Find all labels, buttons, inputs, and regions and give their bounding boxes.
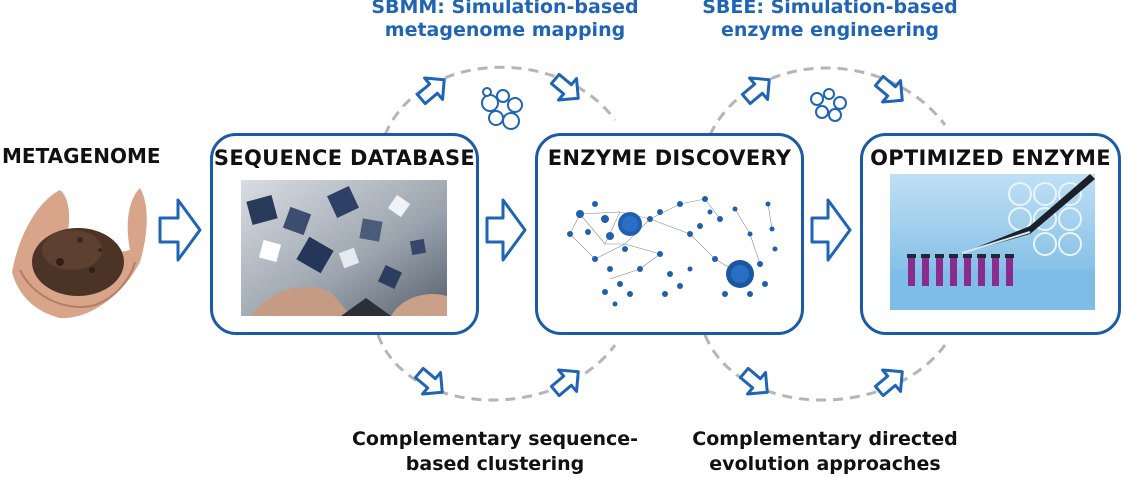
optimized-enzyme-box: OPTIMIZED ENZYME [860,133,1121,335]
enzyme-discovery-box: ENZYME DISCOVERY [535,133,804,335]
arc-bottom-1 [376,334,617,402]
clustering-label: Complementary sequence- based clustering [340,427,650,477]
sequence-database-box: SEQUENCE DATABASE [210,133,479,335]
flow-arrow-icon-3 [810,198,852,262]
data-cubes-image [241,180,447,316]
arc-arrow-icon-6 [549,368,580,398]
sbee-label-line2: enzyme engineering [721,19,939,41]
sbmm-label: SBMM: Simulation-based metagenome mappin… [350,0,660,42]
network-graph-image [567,196,778,307]
arc-arrow-icon-4 [873,74,904,104]
arc-arrow-icon-8 [873,368,904,398]
sbee-label: SBEE: Simulation-based enzyme engineerin… [675,0,985,42]
arc-bottom-2 [703,334,947,402]
evolution-label-line2: evolution approaches [709,453,941,475]
lab-pipette-image [890,174,1095,310]
sbmm-label-line1: SBMM: Simulation-based [371,0,639,18]
enzyme-discovery-title: ENZYME DISCOVERY [547,146,792,170]
optimized-enzyme-title: OPTIMIZED ENZYME [870,146,1111,170]
arc-top-1 [383,65,617,136]
metagenome-label: METAGENOME [2,144,161,168]
evolution-label: Complementary directed evolution approac… [670,427,980,477]
sequence-database-title: SEQUENCE DATABASE [213,146,476,170]
bubbles-icon-1 [481,87,523,130]
arc-top-2 [708,66,947,136]
arc-arrow-icon-7 [738,366,769,396]
arc-arrow-icon-2 [549,72,580,102]
clustering-label-line2: based clustering [405,453,585,475]
sbmm-label-line2: metagenome mapping [384,19,626,41]
evolution-label-line1: Complementary directed [692,428,958,450]
arc-arrow-icon-3 [740,76,771,106]
arc-arrow-icon-5 [413,366,444,396]
dashed-cycle-arcs [376,65,947,402]
sbee-label-line1: SBEE: Simulation-based [702,0,958,18]
flow-arrow-icon-2 [485,198,527,262]
flow-arrow-icon-1 [158,198,202,262]
bubbles-icon-2 [810,88,847,122]
arc-arrow-icon-1 [415,76,446,106]
clustering-label-line1: Complementary sequence- [351,428,639,450]
